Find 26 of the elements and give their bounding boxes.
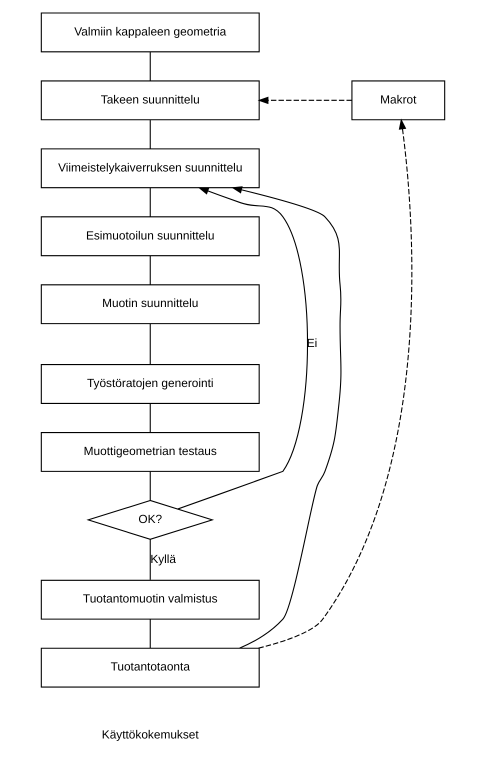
connector	[149, 188, 150, 217]
node-box: Muotin suunnittelu	[40, 284, 260, 324]
connector	[149, 120, 150, 149]
node-box: Työstöratojen generointi	[40, 364, 260, 404]
arrow	[257, 96, 352, 104]
node-box: Tuotantotaonta	[40, 648, 260, 688]
node-box: Muottigeometrian testaus	[40, 432, 260, 472]
node-box: Makrot	[350, 80, 445, 120]
node-box: Valmiin kappaleen geometria	[40, 12, 260, 52]
connector	[149, 256, 150, 285]
edge-label: Kyllä	[150, 552, 176, 566]
connector	[149, 404, 150, 432]
connector	[149, 539, 150, 580]
connector	[149, 619, 150, 648]
node-box: Viimeistelykaiverruksen suunnittelu	[40, 148, 260, 188]
node-diamond: OK?	[86, 500, 214, 540]
connector	[149, 52, 150, 81]
connector	[149, 324, 150, 364]
arrow	[258, 118, 412, 649]
node-box: Tuotantomuotin valmistus	[40, 580, 260, 620]
node-box: Takeen suunnittelu	[40, 80, 260, 120]
connector	[149, 472, 150, 500]
node-box: Esimuotoilun suunnittelu	[40, 216, 260, 256]
arrow	[230, 186, 341, 649]
arrow	[177, 187, 308, 510]
label: Käyttökokemukset	[101, 728, 198, 742]
